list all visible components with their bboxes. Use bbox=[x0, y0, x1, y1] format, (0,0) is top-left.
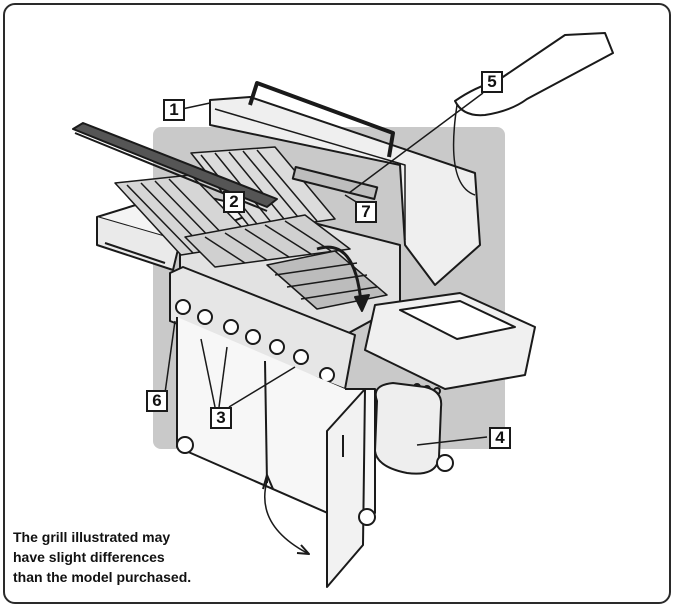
hand bbox=[454, 32, 614, 117]
caption-line: than the model purchased. bbox=[13, 569, 192, 585]
callout-2: 2 bbox=[223, 191, 245, 213]
lid-handle bbox=[248, 81, 395, 158]
cart-door bbox=[326, 388, 366, 588]
rear-burner bbox=[291, 166, 379, 200]
callout-1: 1 bbox=[163, 99, 185, 121]
burners bbox=[266, 250, 388, 310]
callout-5: 5 bbox=[481, 71, 503, 93]
diagram-frame: 1 2 3 4 5 6 7 The grill illustrated may … bbox=[3, 3, 671, 604]
warming-rack bbox=[72, 122, 278, 208]
propane-tank bbox=[374, 382, 443, 475]
wheel bbox=[358, 508, 376, 526]
callout-6: 6 bbox=[146, 390, 168, 412]
callout-4: 4 bbox=[489, 427, 511, 449]
wheel bbox=[436, 454, 454, 472]
caption: The grill illustrated may have slight di… bbox=[13, 527, 273, 587]
rotate-arrow bbox=[316, 245, 363, 304]
caption-line: The grill illustrated may bbox=[13, 529, 171, 545]
control-knobs bbox=[175, 299, 335, 383]
caption-line: have slight differences bbox=[13, 549, 165, 565]
cooking-grids bbox=[114, 146, 351, 268]
wheel bbox=[176, 436, 194, 454]
igniter-wire bbox=[452, 104, 476, 196]
grill-illustration bbox=[72, 32, 614, 588]
lid bbox=[209, 96, 481, 286]
door-swing-arrow bbox=[264, 480, 308, 554]
callout-3: 3 bbox=[210, 407, 232, 429]
callout-7: 7 bbox=[355, 201, 377, 223]
